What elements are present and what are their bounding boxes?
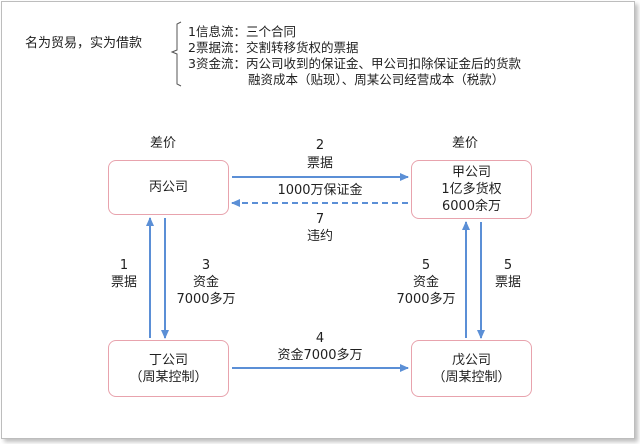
node-ding-company: 丁公司 （周某控制） [108,340,229,397]
label-right-out-num: 5 [503,258,513,273]
label-left-out-num: 1 [119,258,129,273]
label-right-in-num: 5 [421,258,431,273]
label-bottom-text: 资金7000多万 [277,348,363,363]
node-jia-company: 甲公司 1亿多货权 6000余万 [411,160,532,219]
summary-label: 名为贸易，实为借款 [25,36,143,51]
label-deposit: 1000万保证金 [277,183,363,198]
node-wu-control: （周某控制） [432,369,511,385]
fund-flow-line: 3资金流：丙公司收到的保证金、甲公司扣除保证金后的货款 [188,56,521,71]
label-left-in-amount: 7000多万 [176,292,236,307]
node-jia-name: 甲公司 [451,165,491,180]
node-ding-control: （周某控制） [129,369,208,385]
label-left-in-text: 资金 [192,275,219,290]
label-right-in-text: 资金 [412,275,439,290]
node-wu-name: 戊公司 [451,352,491,368]
label-chajia-right: 差价 [452,136,479,151]
node-jia-goods: 1亿多货权 [441,182,502,197]
label-top-text: 票据 [306,156,333,171]
info-flow-line: 1信息流：三个合同 [188,24,296,39]
node-bing-company: 丙公司 [108,160,229,215]
bill-flow-line: 2票据流：交割转移货权的票据 [188,40,359,55]
fund-flow-line-cont: 融资成本（贴现）、周某公司经营成本（税款） [248,72,505,87]
label-right-in-amount: 7000多万 [396,292,456,307]
label-bottom-num: 4 [315,331,325,346]
node-wu-company: 戊公司 （周某控制） [411,340,532,397]
node-jia-amount: 6000余万 [441,199,502,214]
label-top-num: 2 [315,138,325,153]
label-breach-text: 违约 [306,229,333,244]
label-left-out-text: 票据 [110,275,137,290]
label-chajia-left: 差价 [150,136,177,151]
label-right-out-text: 票据 [494,275,521,290]
label-breach-num: 7 [315,212,325,227]
node-ding-name: 丁公司 [148,352,188,368]
label-left-in-num: 3 [201,258,211,273]
node-bing-name: 丙公司 [148,180,188,195]
